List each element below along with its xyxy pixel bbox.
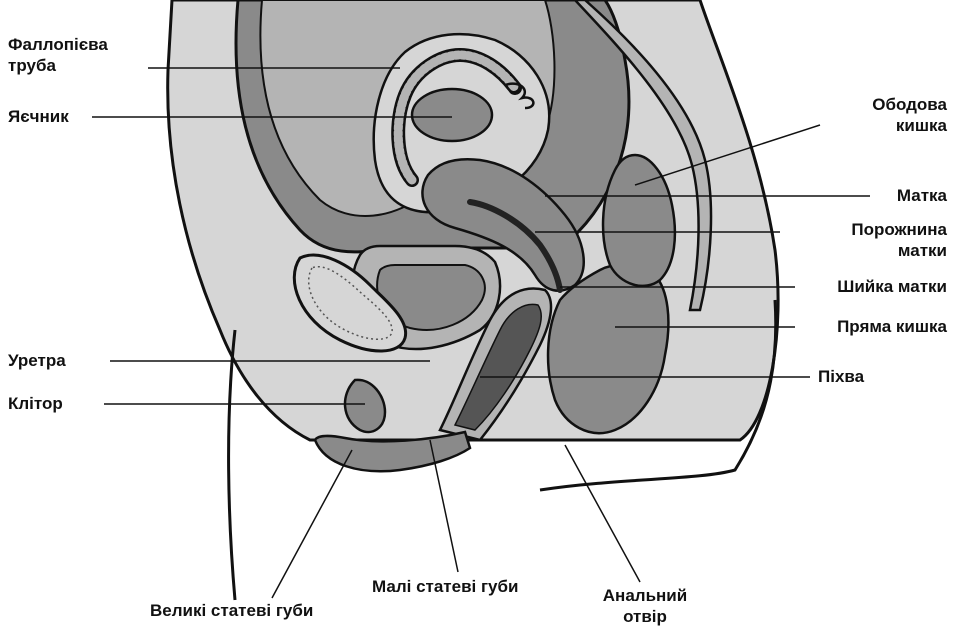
label-vagina: Піхва [818, 366, 864, 387]
label-ovary: Яєчник [8, 106, 69, 127]
leader-labia-majora [272, 450, 352, 598]
leader-anus [565, 445, 640, 582]
label-fallopian-tube: Фаллопієва труба [8, 34, 108, 76]
label-cervix: Шийка матки [837, 276, 947, 297]
label-urethra: Уретра [8, 350, 66, 371]
label-colon: Ободова кишка [872, 94, 947, 136]
label-uterine-cavity: Порожнина матки [851, 219, 947, 261]
label-labia-minora: Малі статеві губи [372, 576, 518, 597]
front-skin-line [229, 330, 235, 600]
label-uterus: Матка [897, 185, 947, 206]
label-clitoris: Клітор [8, 393, 63, 414]
label-labia-majora: Великі статеві губи [150, 600, 313, 621]
label-rectum: Пряма кишка [837, 316, 947, 337]
ovary-shape [412, 89, 492, 141]
label-anus: Анальний отвір [585, 585, 705, 627]
